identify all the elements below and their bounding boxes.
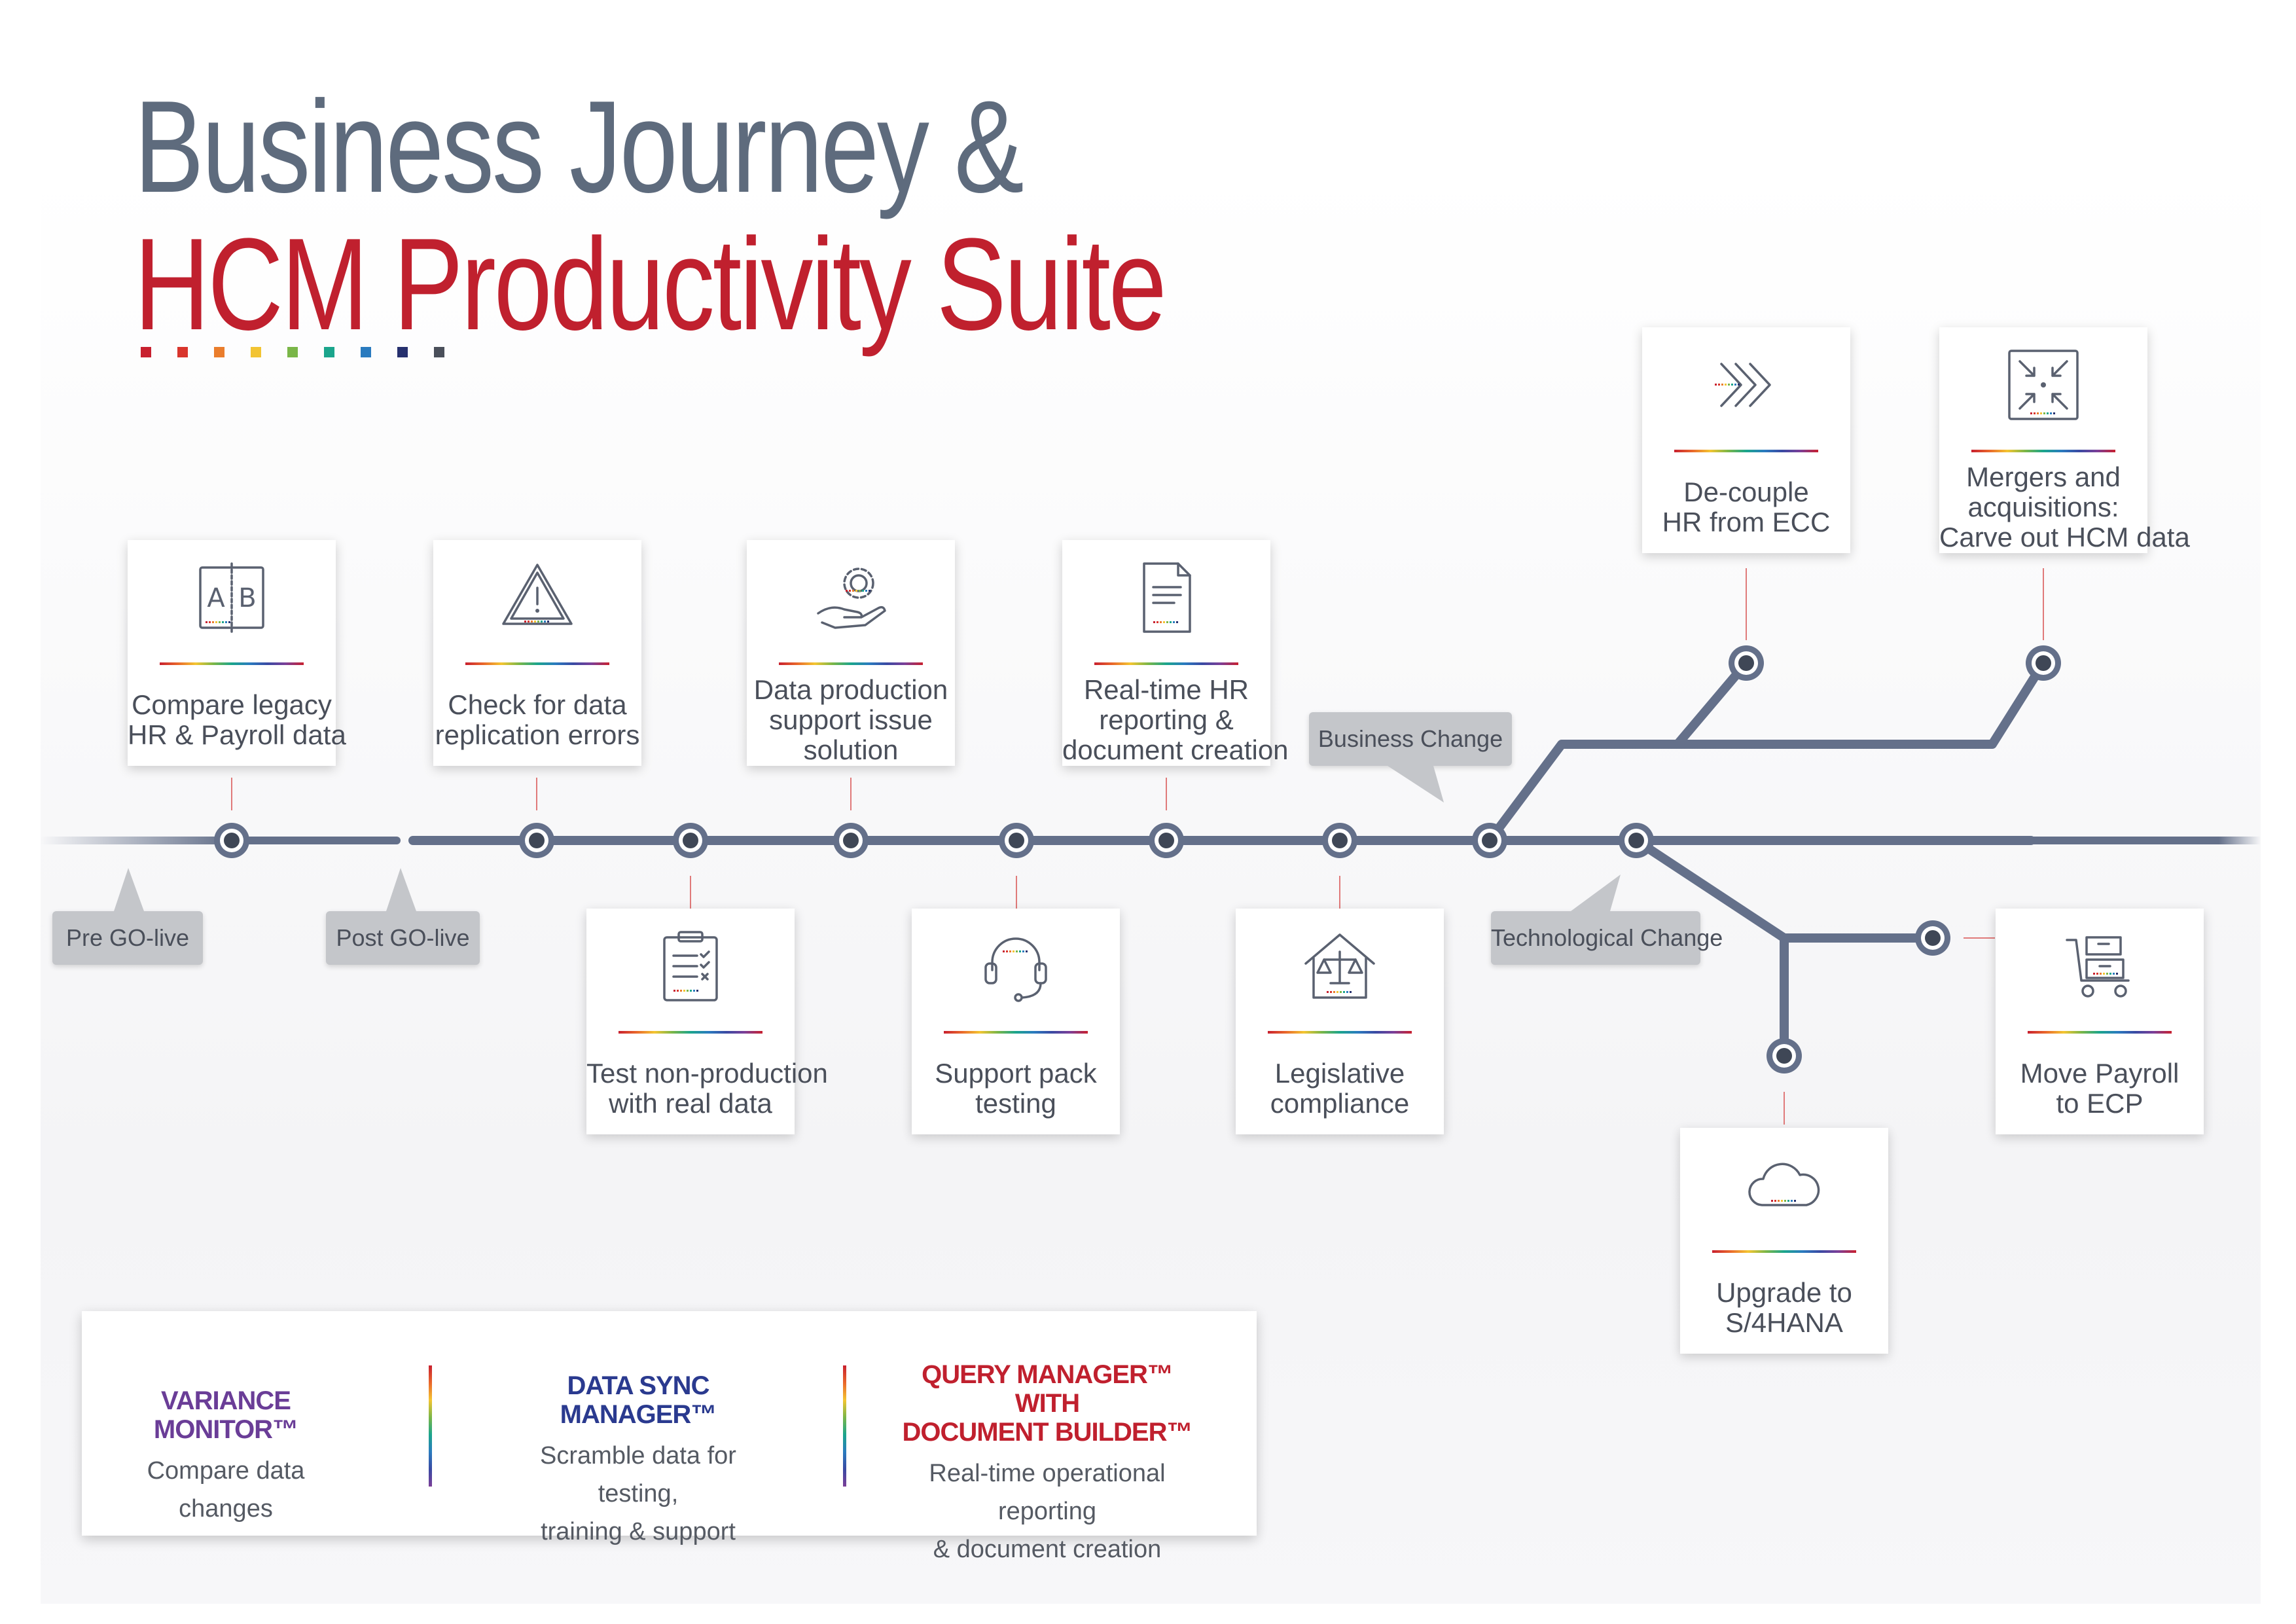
hand-gear-icon (812, 558, 890, 637)
rainbow-rule (160, 662, 304, 665)
legend-variance-desc: Compare data changes (147, 1457, 305, 1523)
station-core (683, 833, 698, 848)
color-dot (177, 347, 188, 357)
legend-separator (429, 1365, 432, 1487)
legend-variance-name: VARIANCE MONITOR™ (153, 1386, 298, 1444)
legend-variance: VARIANCE MONITOR™ Compare data changes (134, 1386, 317, 1528)
clipboard-checklist-icon (651, 927, 730, 1005)
rainbow-rule (1971, 450, 2115, 452)
title-line-1: Business Journey & (134, 74, 1024, 220)
legend-query-name: QUERY MANAGER™ WITH DOCUMENT BUILDER™ (902, 1360, 1193, 1447)
moving-cart-icon (2060, 927, 2139, 1005)
station-core (1158, 833, 1174, 848)
legend-datasync-desc: Scramble data for testing, training & su… (540, 1442, 736, 1545)
legend-datasync: DATA SYNC MANAGER™ Scramble data for tes… (501, 1371, 776, 1551)
track-right-fade (2219, 837, 2261, 844)
product-legend: VARIANCE MONITOR™ Compare data changes D… (82, 1311, 1257, 1563)
rainbow-rule (1674, 450, 1818, 452)
station-core (1776, 1048, 1792, 1064)
color-dot (397, 347, 408, 357)
merge-arrows-icon (2004, 346, 2083, 424)
track-right (1636, 837, 2219, 844)
station-core (1925, 930, 1941, 946)
station-core (1738, 655, 1754, 671)
track-pre-segment (230, 837, 401, 844)
connector-lines (231, 568, 2044, 1125)
svg-text:A: A (207, 583, 225, 613)
rainbow-rule (465, 662, 609, 665)
station-core (529, 833, 545, 848)
rainbow-rule (1094, 662, 1238, 665)
station-core (2036, 655, 2051, 671)
cloud-icon (1745, 1146, 1823, 1225)
rainbow-rule (1712, 1250, 1856, 1253)
document-icon (1127, 558, 1206, 637)
color-dot (361, 347, 371, 357)
warning-icon (498, 558, 577, 637)
legend-query: QUERY MANAGER™ WITH DOCUMENT BUILDER™ Re… (900, 1360, 1194, 1568)
post-golive-tag: Post GO-live (326, 911, 480, 965)
business-branch-spur (1673, 659, 1751, 749)
business-branch (1485, 659, 2048, 845)
color-dot (251, 347, 261, 357)
track-pre-fade (41, 837, 230, 844)
rainbow-rule (779, 662, 923, 665)
house-scales-icon (1300, 927, 1379, 1005)
rainbow-rule (619, 1031, 762, 1034)
station-core (1332, 833, 1348, 848)
station-core (1482, 833, 1498, 848)
station-core (224, 833, 240, 848)
chevrons-right-icon (1707, 346, 1785, 424)
headset-icon (977, 927, 1055, 1005)
color-dots (141, 347, 444, 357)
color-dot (434, 347, 444, 357)
stations (214, 645, 2061, 1074)
color-dot (141, 347, 151, 357)
pre-golive-tag: Pre GO-live (52, 911, 203, 965)
station-core (1009, 833, 1024, 848)
rainbow-rule (1268, 1031, 1412, 1034)
legend-separator (843, 1365, 846, 1487)
title-line-2: HCM Productivity Suite (134, 211, 1167, 357)
color-dot (324, 347, 334, 357)
color-dot (287, 347, 298, 357)
tech-change-tag: Technological Change (1491, 911, 1723, 965)
svg-text:B: B (238, 583, 256, 613)
station-core (843, 833, 859, 848)
legend-query-desc: Real-time operational reporting & docume… (929, 1460, 1166, 1563)
color-dot (214, 347, 224, 357)
business-change-tag: Business Change (1309, 712, 1512, 766)
station-core (1628, 833, 1644, 848)
legend-datasync-name: DATA SYNC MANAGER™ (560, 1371, 717, 1429)
rainbow-rule (2028, 1031, 2172, 1034)
rainbow-rule (944, 1031, 1088, 1034)
